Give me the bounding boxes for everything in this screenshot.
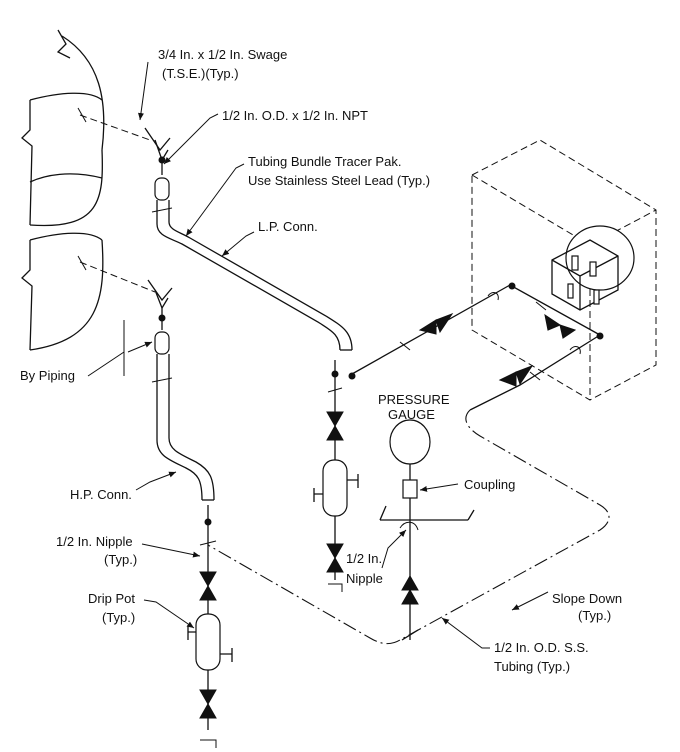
nipple-label-2: (Typ.) [104,552,137,567]
od-npt-label: 1/2 In. O.D. x 1/2 In. NPT [222,108,368,123]
drip-pot-icon [322,459,348,517]
hp-conn-label: H.P. Conn. [70,487,132,502]
nipple2-label-1: 1/2 In. [346,551,382,566]
leader-lines [87,61,549,649]
by-piping-label: By Piping [20,368,75,383]
tubing-label-1: Tubing Bundle Tracer Pak. [248,154,401,169]
coupling-label: Coupling [464,477,515,492]
drip-pot-icon [195,613,221,671]
swage-label-2: (T.S.E.)(Typ.) [162,66,239,81]
ss-tubing-label-1: 1/2 In. O.D. S.S. [494,640,589,655]
pressure-label: PRESSURE [378,392,450,407]
lp-conn-label: L.P. Conn. [258,219,318,234]
slope-label-1: Slope Down [552,591,622,606]
slope-label-2: (Typ.) [578,608,611,623]
pressure-gauge-icon [389,419,431,465]
swage-label-1: 3/4 In. x 1/2 In. Swage [158,47,287,62]
vessel [21,29,156,351]
transmitter-enclosure [471,139,657,401]
drip-pot-label-2: (Typ.) [102,610,135,625]
labels: 3/4 In. x 1/2 In. Swage (T.S.E.)(Typ.) 1… [20,47,622,674]
drip-pot-label-1: Drip Pot [88,591,135,606]
nipple-label-1: 1/2 In. Nipple [56,534,133,549]
pressure-gauge-assembly [379,419,475,641]
lp-branch [313,360,359,592]
hp-line [144,127,353,748]
coupling-icon [402,479,418,499]
manifold [348,282,604,411]
ss-tubing-label-2: Tubing (Typ.) [494,659,570,674]
tubing-label-2: Use Stainless Steel Lead (Typ.) [248,173,430,188]
nipple2-label-2: Nipple [346,571,383,586]
gauge-label: GAUGE [388,407,435,422]
